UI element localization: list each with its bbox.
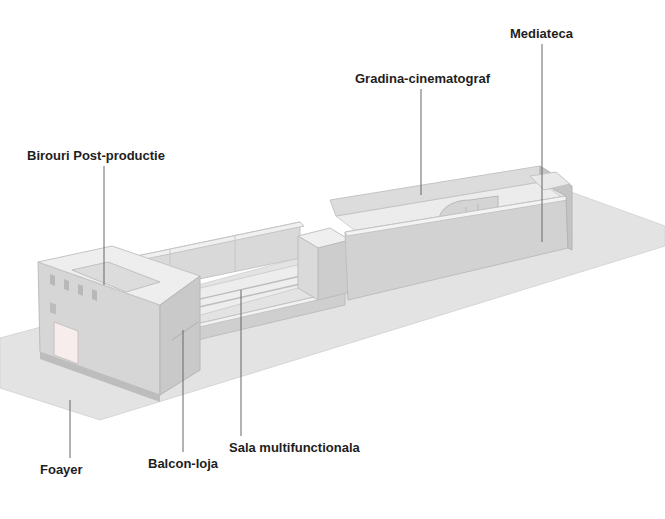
window [92,289,97,301]
ground-plane [0,188,665,420]
mediateca-roof [530,172,570,190]
part-label: Birouri Post-productie [27,148,165,163]
part-label: Foayer [40,462,83,477]
part-label: Sala multifunctionala [229,440,360,455]
wall-top [345,196,568,236]
courtyard-front-wall [345,196,568,300]
part-label: Gradina-cinematograf [355,71,490,86]
window [50,274,55,286]
balcony-edge [172,322,198,340]
leader-line [241,290,242,436]
window [64,279,69,291]
leader-line [421,89,422,195]
foyer-base [40,352,160,402]
screen-panel [54,322,78,364]
tower-side [298,236,318,300]
foyer-side [160,276,200,395]
leader-line [542,44,543,242]
window [78,284,83,296]
part-label: Balcon-loja [148,456,218,471]
tower-front [318,240,350,300]
window [50,302,56,314]
office-courtyard [72,262,160,292]
leader-line [183,330,184,452]
part-label: Mediateca [510,26,573,41]
wall-joint [235,236,236,272]
leader-line [70,400,71,458]
leader-line [104,166,105,285]
